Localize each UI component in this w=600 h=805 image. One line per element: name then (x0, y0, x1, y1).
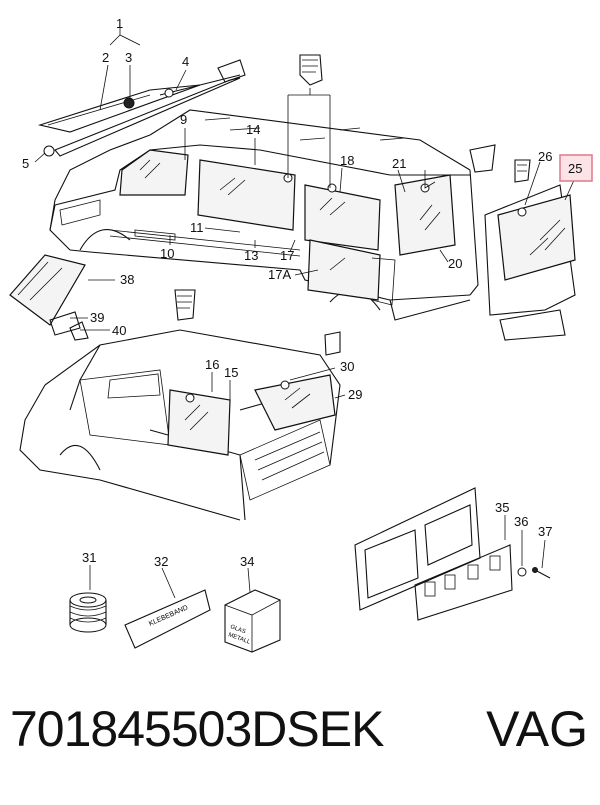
cleaner-box-34: GLAS METALL (224, 589, 281, 653)
callout-10: 10 (160, 246, 174, 261)
callout-11: 11 (190, 220, 204, 235)
callout-36: 36 (514, 514, 528, 529)
loose-window-38 (9, 254, 86, 326)
seal-profile-clips (299, 54, 531, 183)
window-panel-sheet (354, 487, 551, 621)
part-number: 701845503DSEK (10, 701, 384, 757)
callout-20: 20 (448, 256, 462, 271)
callout-21: 21 (392, 156, 406, 171)
van-minibus (49, 109, 479, 321)
callout-3: 3 (125, 50, 132, 65)
callout-2: 2 (102, 50, 109, 65)
callout-26: 26 (538, 149, 552, 164)
box-label-line1: GLAS (229, 624, 246, 635)
callout-38: 38 (120, 272, 134, 287)
callout-1: 1 (116, 16, 123, 31)
clip-39-40 (49, 311, 89, 341)
callout-31: 31 (82, 550, 96, 565)
callout-32: 32 (154, 554, 168, 569)
callout-35: 35 (495, 500, 509, 515)
highlight-box-25 (559, 154, 593, 182)
callout-39: 39 (90, 310, 104, 325)
callout-13: 13 (244, 248, 258, 263)
leader-lines (34, 28, 576, 599)
callout-17: 17 (280, 248, 294, 263)
callout-17a: 17A (268, 267, 291, 282)
footer: 701845503DSEK VAG (0, 700, 600, 790)
callout-29: 29 (348, 387, 362, 402)
rear-tailgate (484, 184, 576, 341)
tape-rolls-31 (69, 592, 107, 633)
callout-34: 34 (240, 554, 254, 569)
callout-40: 40 (112, 323, 126, 338)
van-panel (19, 329, 341, 521)
callout-5: 5 (22, 156, 29, 171)
callout-14: 14 (246, 122, 260, 137)
tape-label: KLEBEBAND (148, 604, 189, 627)
brand-name: VAG (486, 701, 588, 757)
callout-4: 4 (182, 54, 189, 69)
callout-9: 9 (180, 112, 187, 127)
callout-16: 16 (205, 357, 219, 372)
roof-rail-strips (37, 59, 246, 157)
callout-37: 37 (538, 524, 552, 539)
seal-clips-middle (174, 289, 341, 356)
callout-labels: 1 2 3 4 5 9 14 18 21 11 10 13 17 17A 20 … (22, 16, 582, 569)
parts-diagram: KLEBEBAND GLAS METALL (9, 16, 593, 653)
callout-30: 30 (340, 359, 354, 374)
callout-18: 18 (340, 153, 354, 168)
callout-25: 25 (568, 161, 582, 176)
callout-15: 15 (224, 365, 238, 380)
adhesive-tape-32: KLEBEBAND (124, 589, 211, 649)
